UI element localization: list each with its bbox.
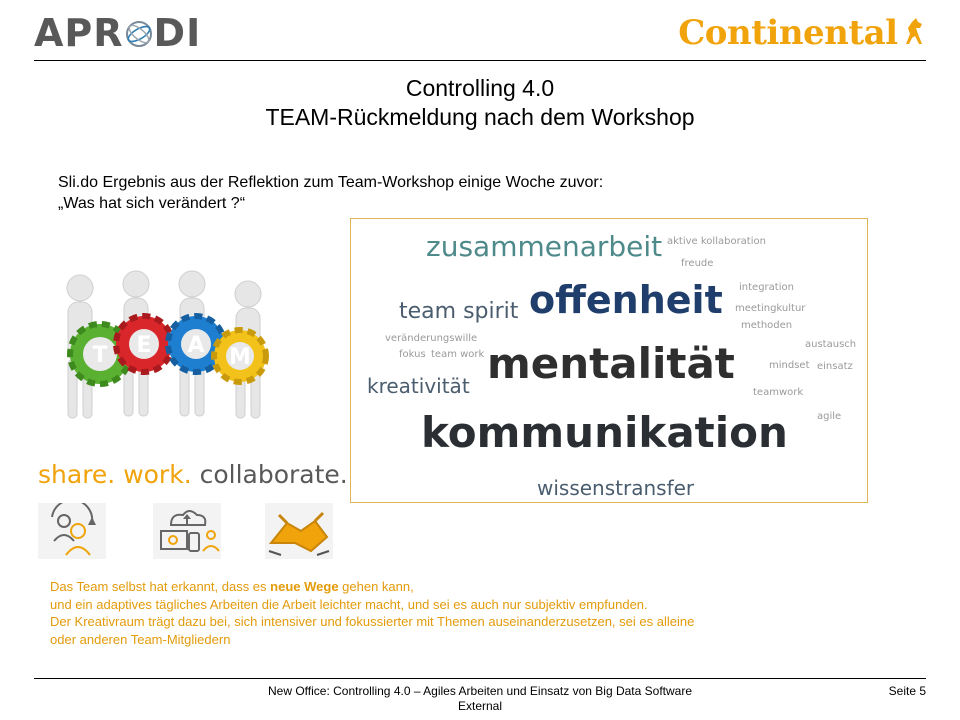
word-cloud: zusammenarbeit aktive kollaboration freu… [350,218,868,503]
word-team-work: team work [431,349,485,360]
people-cycle-icon [38,498,106,559]
continental-logo: Continental [678,8,926,58]
word-einsatz: einsatz [817,361,853,372]
word-meetingkultur: meetingkultur [735,303,806,314]
word-austausch: austausch [805,339,857,350]
conclusion-line-1a: Das Team selbst hat erkannt, dass es [50,579,271,594]
team-letter-e: E [136,333,151,358]
page-number: Seite 5 [888,684,926,698]
conclusion-line-4: oder anderen Team-Mitgliedern [50,631,231,647]
handshake-icon [265,503,333,559]
aprodi-logo-text-b: DI [153,11,202,55]
conclusion-line-1c: gehen kann, [338,579,414,594]
word-wissenstransfer: wissenstransfer [537,476,695,500]
conclusion-line-1: Das Team selbst hat erkannt, dass es neu… [50,578,910,596]
horse-icon [906,18,922,44]
team-letter-t: T [92,343,107,368]
globe-icon [125,21,152,47]
word-integration: integration [739,282,794,293]
word-aktive-kollaboration: aktive kollaboration [667,236,766,247]
word-offenheit: offenheit [529,278,723,322]
word-fokus: fokus [399,349,426,360]
team-letter-m: M [229,345,251,370]
intro-line-2: „Was hat sich verändert ?“ [58,195,246,212]
continental-logo-text: Continental [678,13,898,53]
footer-divider [34,678,926,679]
slogan-accent: share. work. [38,460,192,489]
word-mentalitaet: mentalität [487,339,735,388]
intro-line-1: Sli.do Ergebnis aus der Reflektion zum T… [58,174,604,191]
aprodi-logo: APR DI [34,10,204,56]
slogan-rest: collaborate. [191,460,348,489]
word-zusammenarbeit: zusammenarbeit [426,230,663,263]
footer-line-2: External [457,699,503,713]
word-teamwork: teamwork [753,387,804,398]
conclusion-line-2: und ein adaptives tägliches Arbeiten die… [50,596,648,612]
word-kreativitaet: kreativität [367,374,470,398]
slogan: share. work. collaborate. [38,460,348,489]
conclusion-text: Das Team selbst hat erkannt, dass es neu… [50,578,910,648]
word-agile: agile [817,411,842,422]
word-kommunikation: kommunikation [421,408,788,457]
conclusion-line-1-emphasis: neue Wege [270,579,339,594]
title-line-2: TEAM-Rückmeldung nach dem Workshop [265,104,695,130]
footer-line-1: New Office: Controlling 4.0 – Agiles Arb… [267,684,692,698]
cloud-devices-icon [153,503,221,559]
gear-yellow [211,327,269,385]
word-methoden: methoden [741,320,793,331]
header-divider [34,60,926,61]
team-gears-illustration: T E A M [66,270,269,419]
word-freude: freude [681,258,714,269]
word-mindset: mindset [769,360,810,371]
conclusion-line-3: Der Kreativraum trägt dazu bei, sich int… [50,614,695,629]
title-line-1: Controlling 4.0 [405,75,555,101]
gear-blue [165,313,227,375]
aprodi-logo-text-a: APR [34,11,124,55]
footer-text: New Office: Controlling 4.0 – Agiles Arb… [200,684,760,714]
intro-text: Sli.do Ergebnis aus der Reflektion zum T… [58,172,603,214]
team-letter-a: A [187,333,204,358]
slide-title: Controlling 4.0 TEAM-Rückmeldung nach de… [0,74,960,132]
word-veraenderungswille: veränderungswille [385,333,478,344]
word-team-spirit: team spirit [399,299,519,324]
